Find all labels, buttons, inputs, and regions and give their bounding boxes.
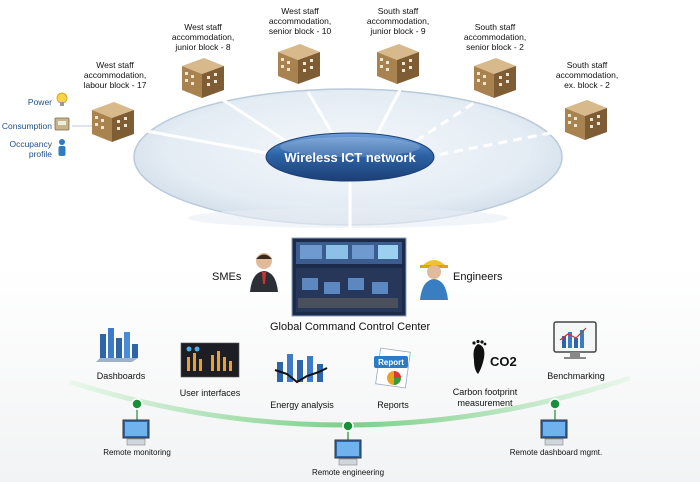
person-icon bbox=[58, 139, 66, 156]
building-icon bbox=[278, 44, 320, 84]
building-icon bbox=[377, 44, 419, 84]
meter-label-consumption: Consumption bbox=[1, 121, 52, 131]
report-badge: Report bbox=[378, 358, 404, 367]
tool-label-benchmarking: Benchmarking bbox=[547, 371, 605, 381]
meter-icon bbox=[54, 117, 70, 131]
benchmark-monitor-icon bbox=[553, 321, 597, 359]
arc-node-3 bbox=[549, 398, 561, 410]
arc-node-2 bbox=[342, 420, 354, 432]
user-interface-icon bbox=[180, 342, 240, 378]
remote-label-dashboard: Remote dashboard mgmt. bbox=[509, 448, 603, 457]
report-icon: Report bbox=[374, 347, 411, 389]
network-hub bbox=[265, 132, 435, 182]
command-center-label: Global Command Control Center bbox=[270, 321, 431, 333]
remote-label-monitoring: Remote monitoring bbox=[103, 448, 171, 457]
link-ex-block-2 bbox=[431, 128, 567, 158]
link-labour-block bbox=[129, 126, 273, 156]
link-junior-block-9 bbox=[373, 89, 402, 139]
command-center-image bbox=[291, 237, 407, 317]
building-icon bbox=[182, 58, 224, 98]
energy-analysis-icon bbox=[274, 354, 328, 384]
co2-label: CO2 bbox=[490, 354, 517, 369]
engineer-person-icon bbox=[420, 260, 448, 300]
arc-node-1 bbox=[131, 398, 143, 410]
remote-label-engineering: Remote engineering bbox=[311, 468, 385, 477]
network-label: Wireless ICT network bbox=[284, 150, 416, 165]
sme-person-icon bbox=[250, 253, 278, 292]
building-icon bbox=[92, 102, 134, 142]
computer-icon bbox=[122, 419, 150, 446]
light-bulb-icon bbox=[56, 92, 68, 106]
tool-label-reports: Reports bbox=[377, 400, 409, 410]
network-ellipse-shadow bbox=[188, 208, 508, 228]
tool-label-energy-analysis: Energy analysis bbox=[270, 400, 334, 410]
building-icon bbox=[474, 58, 516, 98]
tool-label-dashboards: Dashboards bbox=[96, 371, 146, 381]
sme-label: SMEs bbox=[212, 271, 242, 283]
link-junior-block-8 bbox=[219, 96, 293, 147]
computer-icon bbox=[540, 419, 568, 446]
computer-icon bbox=[334, 439, 362, 466]
tool-label-user-interfaces: User interfaces bbox=[179, 388, 241, 398]
building-icon bbox=[565, 100, 607, 140]
link-senior-block-2 bbox=[409, 93, 487, 147]
link-senior-block-10 bbox=[306, 91, 337, 139]
footprint-co2-icon: CO2 bbox=[472, 339, 517, 374]
meter-label-power: Power bbox=[27, 97, 52, 107]
hub-highlight bbox=[280, 137, 420, 157]
engineers-label: Engineers bbox=[453, 271, 503, 283]
dashboard-bars-icon bbox=[96, 328, 138, 362]
